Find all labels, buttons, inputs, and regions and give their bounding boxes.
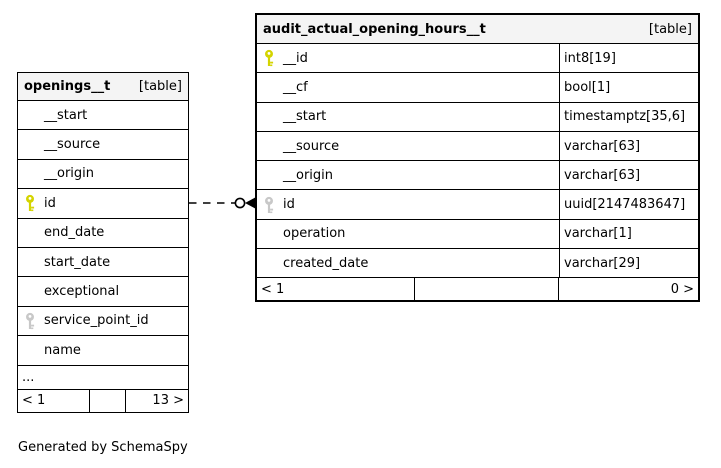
table-header[interactable]: openings__t [table] [18, 73, 188, 101]
column-type-cell: varchar[63] [559, 161, 698, 190]
table-title: audit_actual_opening_hours__t [263, 21, 486, 37]
column-name-cell: id [18, 189, 188, 217]
column-row: end_date [18, 218, 188, 248]
column-name-cell: __start [257, 103, 559, 131]
column-name-label: id [44, 195, 56, 211]
odot-terminator-icon [234, 197, 246, 209]
middle-degree-cell [90, 389, 126, 412]
column-type-label: varchar[29] [564, 255, 641, 271]
column-row: service_point_id [18, 306, 188, 337]
column-row: __source [18, 130, 188, 160]
column-name-label: start_date [44, 254, 111, 270]
column-name-label: __start [283, 109, 327, 125]
column-row: id uuid[2147483647] [257, 190, 698, 220]
column-name-label: __origin [283, 167, 334, 183]
ellipsis-row: ... [18, 366, 188, 390]
column-type-label: varchar[63] [564, 167, 641, 183]
column-row: __source varchar[63] [257, 131, 698, 162]
column-name-cell: __id [257, 44, 559, 72]
column-name-cell: __start [18, 101, 188, 129]
table-openings_t[interactable]: openings__t [table] __start __source __ori… [17, 72, 189, 413]
column-row: start_date [18, 247, 188, 278]
column-name-label: __cf [283, 79, 308, 95]
column-name-label: name [44, 342, 81, 358]
column-name-cell: __origin [257, 161, 559, 189]
column-name-label: __origin [44, 166, 95, 182]
column-name-label: exceptional [44, 284, 120, 300]
column-type-label: bool[1] [564, 79, 611, 95]
column-name-label: __id [283, 50, 308, 66]
ellipsis-label: ... [22, 369, 35, 385]
column-row: __start [18, 101, 188, 131]
column-row: __id int8[19] [257, 44, 698, 74]
column-type-cell: int8[19] [559, 44, 698, 73]
column-row: __cf bool[1] [257, 73, 698, 103]
column-row: operation varchar[1] [257, 219, 698, 250]
column-type-label: timestamptz[35,6] [564, 109, 686, 125]
generated-by-note: Generated by SchemaSpy [18, 440, 188, 455]
column-row: __origin varchar[63] [257, 161, 698, 191]
foreign-key-icon [265, 196, 274, 213]
primary-key-icon [265, 50, 274, 67]
parents-degree-cell: < 1 [18, 389, 90, 412]
column-type-label: varchar[1] [564, 226, 632, 242]
column-name-cell: __cf [257, 73, 559, 101]
column-name-label: service_point_id [44, 313, 149, 329]
column-name-label: end_date [44, 225, 105, 241]
middle-degree-cell [415, 278, 559, 301]
column-name-label: operation [283, 226, 346, 242]
column-row: id [18, 189, 188, 219]
arrowhead-icon [245, 196, 257, 210]
column-row: exceptional [18, 277, 188, 307]
parents-degree-cell: < 1 [257, 278, 415, 301]
column-name-cell: __origin [18, 160, 188, 188]
children-degree-cell: 13 > [152, 393, 184, 409]
column-row: __start timestamptz[35,6] [257, 102, 698, 132]
table-type-badge: [table] [138, 79, 182, 94]
column-type-cell: uuid[2147483647] [559, 190, 698, 219]
table-title: openings__t [24, 79, 111, 94]
column-type-label: int8[19] [564, 50, 616, 66]
table-header[interactable]: audit_actual_opening_hours__t [table] [257, 15, 698, 44]
column-name-cell: name [18, 336, 188, 364]
column-name-cell: end_date [18, 219, 188, 247]
degree-footer: < 1 0 > [257, 278, 698, 301]
foreign-key-icon [26, 312, 35, 330]
table-audit_actual_opening_hours_t[interactable]: audit_actual_opening_hours__t [table] __… [255, 13, 700, 303]
column-name-label: __source [44, 137, 101, 153]
column-name-cell: start_date [18, 248, 188, 276]
column-name-label: __source [283, 138, 340, 154]
column-name-label: __start [44, 107, 88, 123]
column-name-cell: __source [257, 132, 559, 160]
column-type-cell: varchar[1] [559, 219, 698, 249]
column-name-cell: created_date [257, 249, 559, 277]
relationship-connector [189, 196, 257, 210]
column-name-label: id [283, 197, 295, 213]
table-type-badge: [table] [648, 21, 692, 37]
column-type-cell: varchar[63] [559, 131, 698, 161]
column-row: name [18, 336, 188, 366]
column-name-cell: __source [18, 130, 188, 158]
column-name-cell: service_point_id [18, 307, 188, 335]
table-rows: __id int8[19] __cf bool[1] __start timestampt… [257, 44, 698, 279]
column-name-cell: operation [257, 220, 559, 248]
column-type-label: varchar[63] [564, 138, 641, 154]
column-row: __origin [18, 159, 188, 190]
column-name-cell: exceptional [18, 277, 188, 305]
primary-key-icon [26, 195, 35, 212]
column-name-cell: id [257, 190, 559, 218]
column-type-cell: varchar[29] [559, 249, 698, 278]
column-type-label: uuid[2147483647] [564, 197, 686, 213]
degree-footer: < 1 13 > [18, 389, 188, 412]
column-row: created_date varchar[29] [257, 249, 698, 279]
children-degree-cell: 0 > [670, 281, 694, 297]
column-name-label: created_date [283, 255, 369, 271]
column-type-cell: bool[1] [559, 73, 698, 102]
column-type-cell: timestamptz[35,6] [559, 102, 698, 131]
